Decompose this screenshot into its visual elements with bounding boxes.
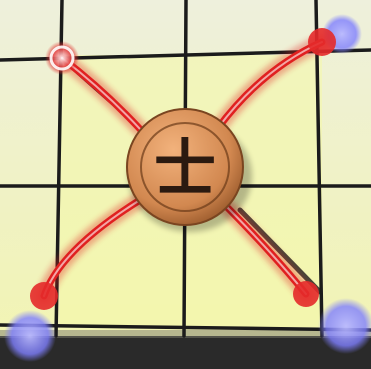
arrow-end-lower-right [293, 281, 319, 307]
move-target-lower-left[interactable] [4, 310, 56, 362]
arrow-end-lower-left [30, 282, 58, 310]
board-bottom-edge [0, 336, 371, 369]
arrow-end-upper-right [308, 28, 336, 56]
piece-label: 士 [154, 132, 216, 205]
